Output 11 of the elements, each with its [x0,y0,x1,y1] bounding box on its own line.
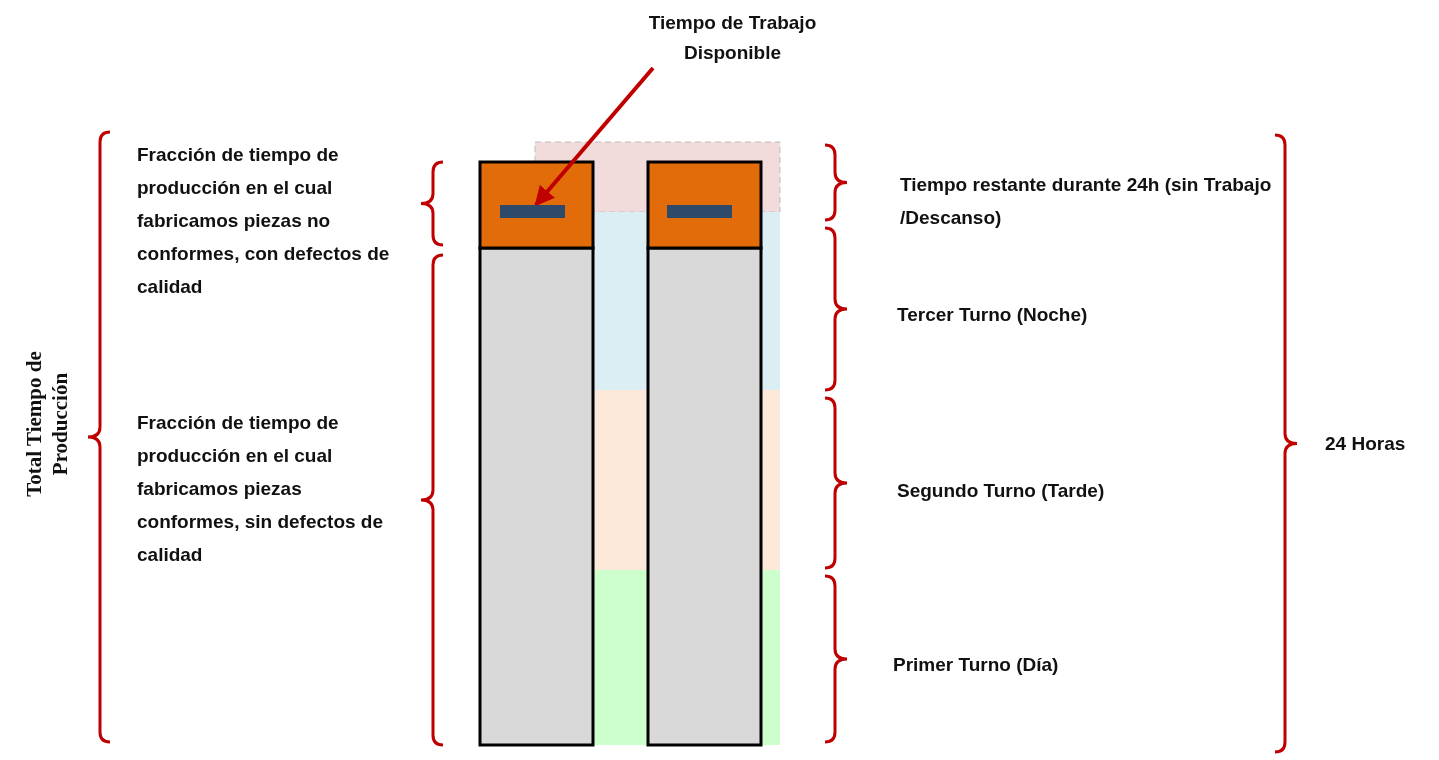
annotation-text: Tiempo restante durante 24h (sin Trabajo /Descanso) [900,173,1273,230]
arrow [534,66,655,207]
annotation-text: Segundo Turno (Tarde) [897,479,1106,503]
annotation-text: Fracción de tiempo de producción en el cual fabricamos piezas no conformes, con defectos de calidad [137,143,391,299]
dark-bar [500,205,565,218]
annotation-text: 24 Horas [1325,432,1407,456]
annotation-text: Total Tiempo de Producción [21,350,73,499]
callout-text: Tiempo de Trabajo Disponible [600,8,865,68]
annotation-text: Fracción de tiempo de producción en el cual fabricamos piezas conformes, sin defectos de calidad [137,411,384,567]
annotation-text: Primer Turno (Día) [893,653,1060,677]
annotation-text: Tercer Turno (Noche) [897,303,1089,327]
